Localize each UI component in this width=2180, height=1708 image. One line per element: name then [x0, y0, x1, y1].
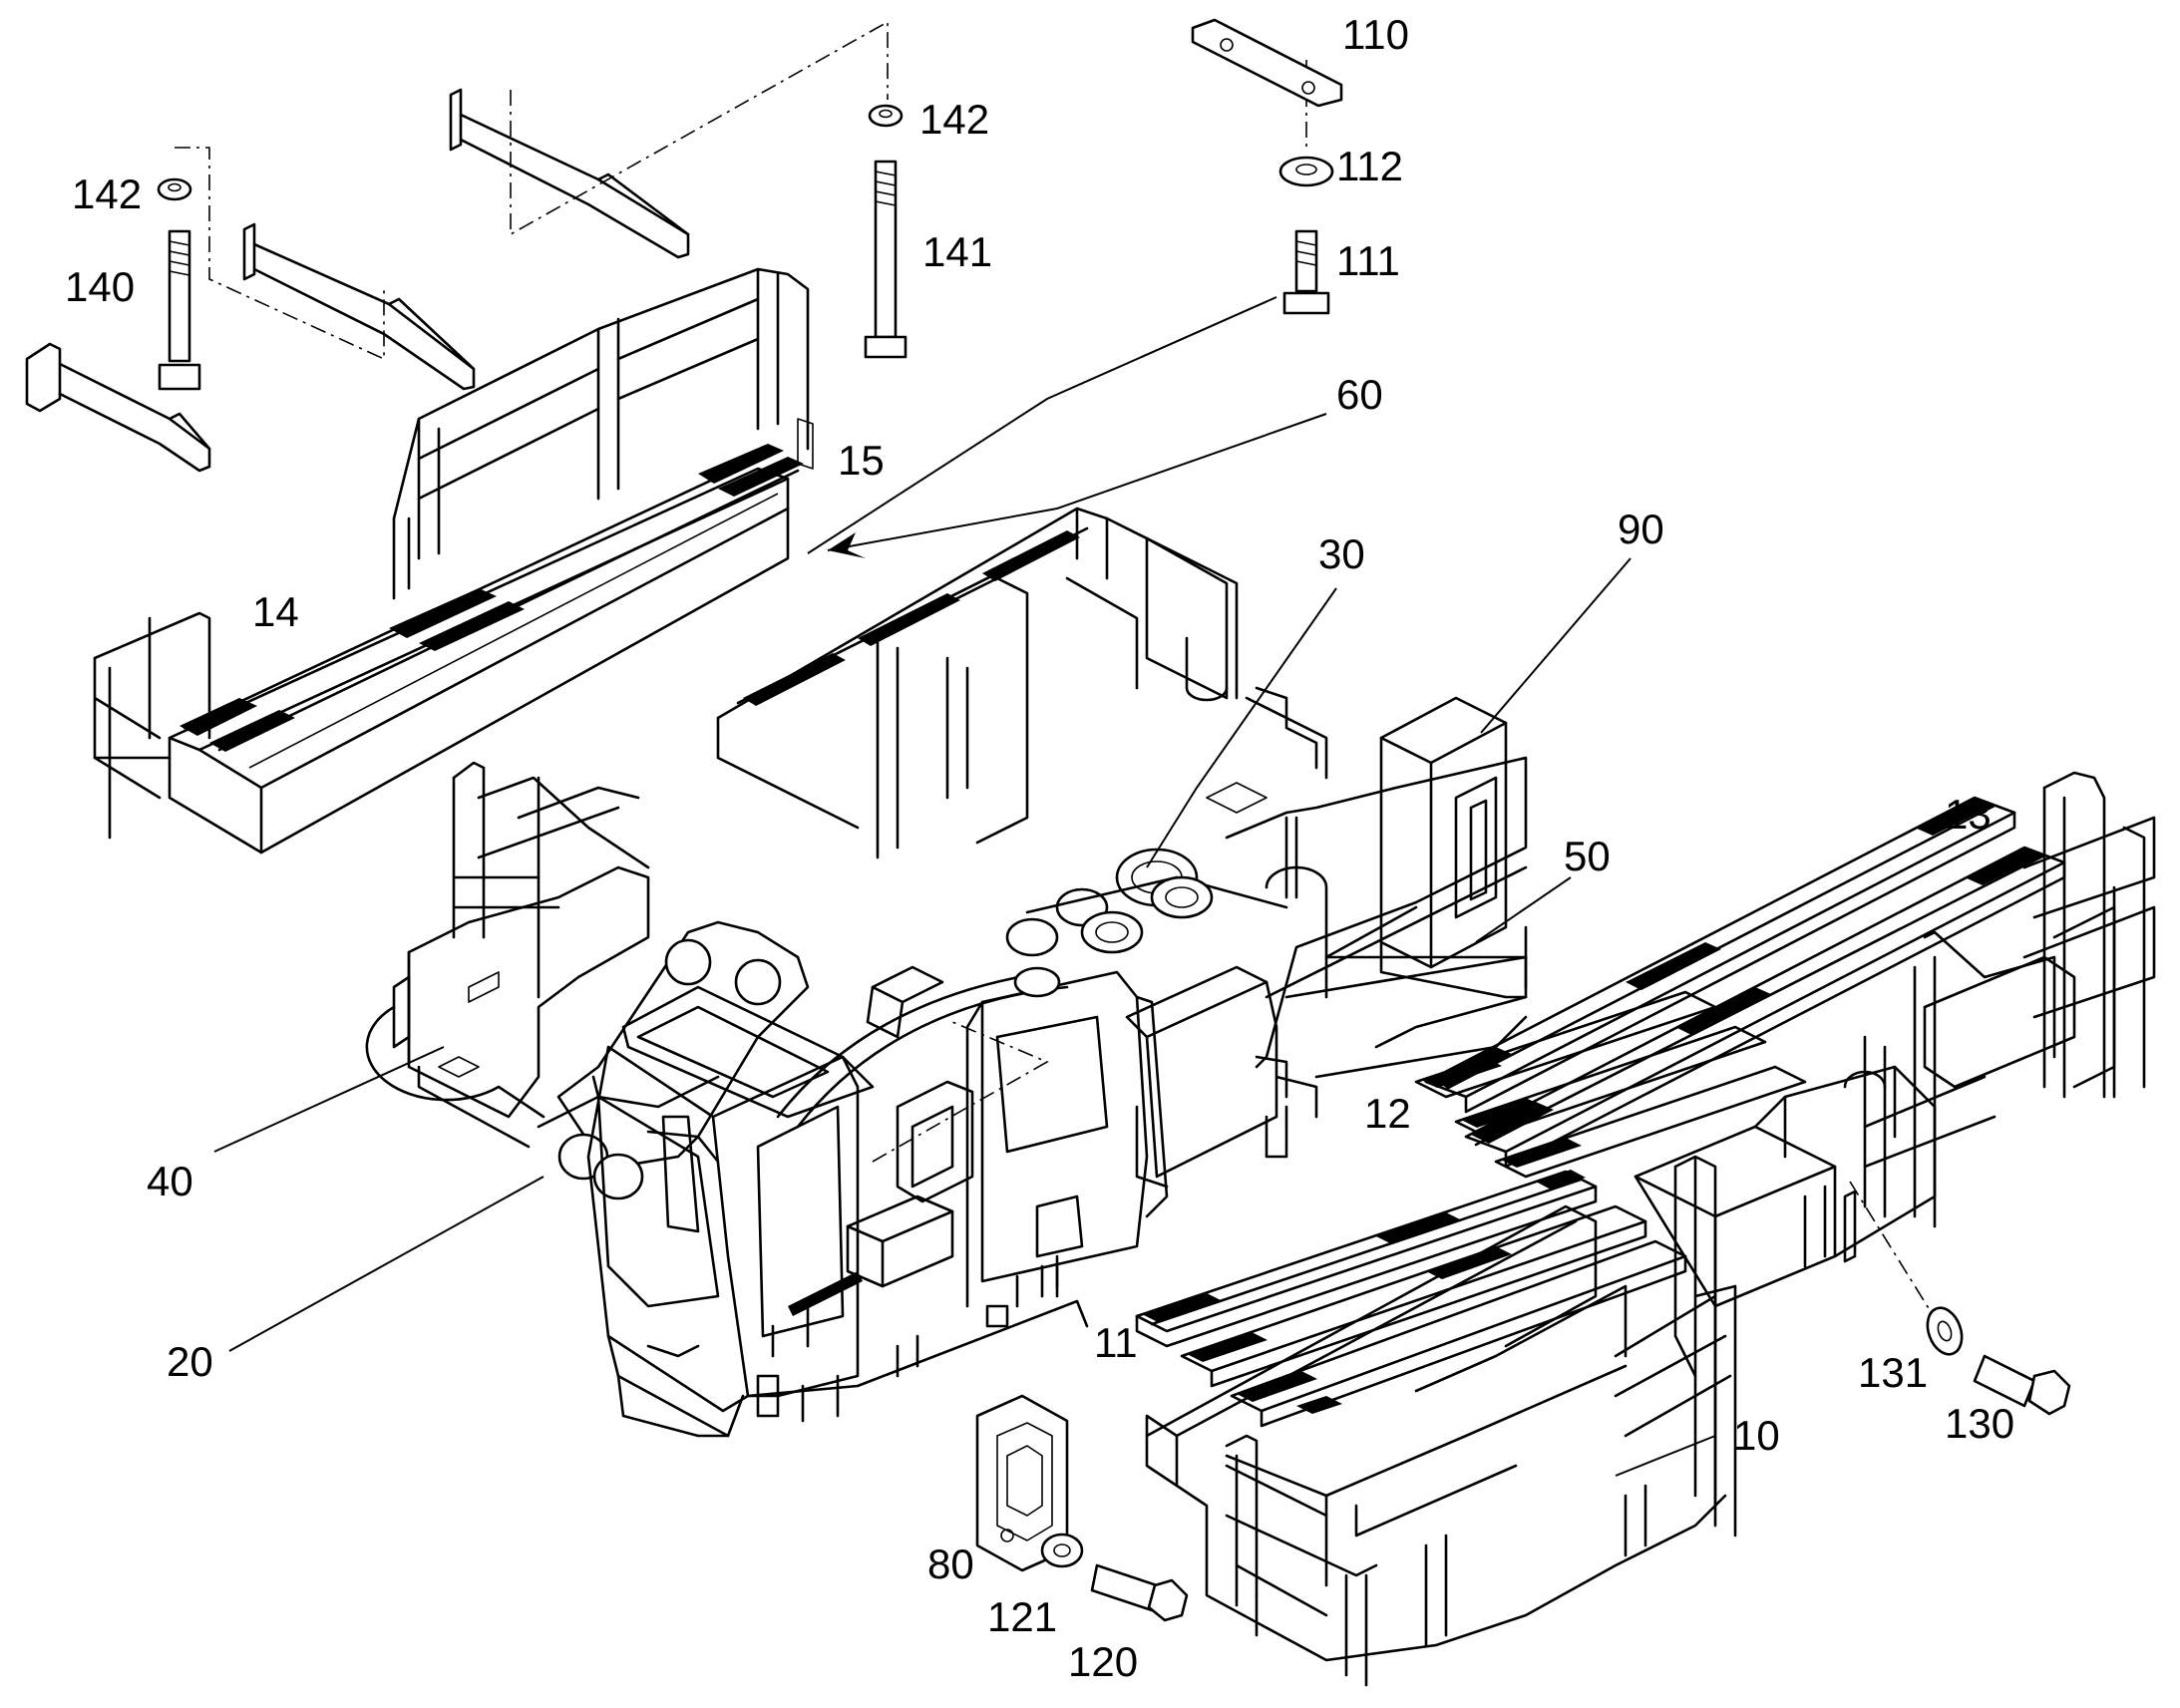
walkway-13	[1424, 796, 2066, 1169]
callout-142-right: 142	[919, 96, 989, 143]
callout-15: 15	[838, 437, 885, 484]
assembly-line-2	[510, 20, 889, 236]
platform-90	[1284, 696, 1528, 999]
callout-14: 14	[252, 588, 299, 635]
leader-111	[807, 296, 1277, 554]
assembly-line-4	[872, 1021, 1049, 1163]
bracket-lower	[25, 342, 211, 473]
bolt-120	[1090, 1563, 1189, 1622]
callout-13: 13	[1945, 791, 1992, 838]
callout-121: 121	[987, 1593, 1057, 1640]
callout-20: 20	[167, 1338, 213, 1385]
callout-40: 40	[147, 1158, 193, 1204]
motor-rings-30	[1013, 875, 1528, 1189]
washer-142-left	[157, 177, 192, 201]
washer-142-right	[868, 104, 904, 128]
callout-142-left: 142	[72, 171, 142, 217]
callout-140: 140	[65, 263, 135, 310]
callout-141: 141	[922, 228, 992, 275]
bolt-130	[1973, 1354, 2071, 1416]
callout-130: 130	[1945, 1400, 2014, 1447]
callout-10: 10	[1733, 1412, 1780, 1459]
boom-pivot	[537, 920, 810, 1200]
cabin-20	[586, 965, 1169, 1438]
callout-60: 60	[1336, 371, 1383, 418]
callout-labels: 110 142 142 112 140 141 111 60 15 30 90 …	[65, 11, 2014, 1685]
assembly-line-1	[175, 147, 385, 361]
callout-50: 50	[1564, 833, 1611, 879]
callout-12: 12	[1364, 1090, 1411, 1137]
bracket-upper	[449, 88, 690, 259]
leader-40	[213, 1046, 445, 1153]
callout-30: 30	[1318, 530, 1365, 577]
walkway-14	[93, 267, 814, 854]
callout-80: 80	[927, 1540, 974, 1587]
callout-112: 112	[1336, 143, 1403, 189]
leader-30	[1146, 587, 1337, 868]
bolt-140	[158, 229, 201, 391]
leader-10	[1615, 1435, 1716, 1477]
plate-110	[1191, 18, 1343, 108]
bolt-141	[864, 160, 908, 359]
callout-111: 111	[1336, 237, 1400, 284]
callout-90: 90	[1618, 506, 1664, 552]
callout-11: 11	[1094, 1319, 1138, 1366]
leader-60	[827, 413, 1327, 551]
walkway-11	[1135, 1170, 1687, 1428]
assembly-line-5	[1849, 1181, 1941, 1327]
leader-lines	[213, 296, 1716, 1477]
washer-121	[1040, 1533, 1084, 1568]
washer-112	[1278, 156, 1334, 187]
leader-50	[1475, 876, 1572, 943]
leader-90	[1480, 557, 1632, 734]
washer-131	[1926, 1306, 1964, 1356]
callout-110: 110	[1342, 11, 1409, 58]
walkway-12	[1414, 990, 1807, 1179]
side-frame-10	[1145, 771, 2156, 1687]
leader-20	[228, 1176, 545, 1352]
counterweight-40	[365, 761, 650, 1149]
callout-120: 120	[1068, 1638, 1138, 1685]
bracket-middle	[242, 222, 476, 391]
callout-131: 131	[1858, 1349, 1928, 1396]
bolt-111	[1282, 229, 1330, 315]
central-frame	[716, 507, 1528, 1069]
